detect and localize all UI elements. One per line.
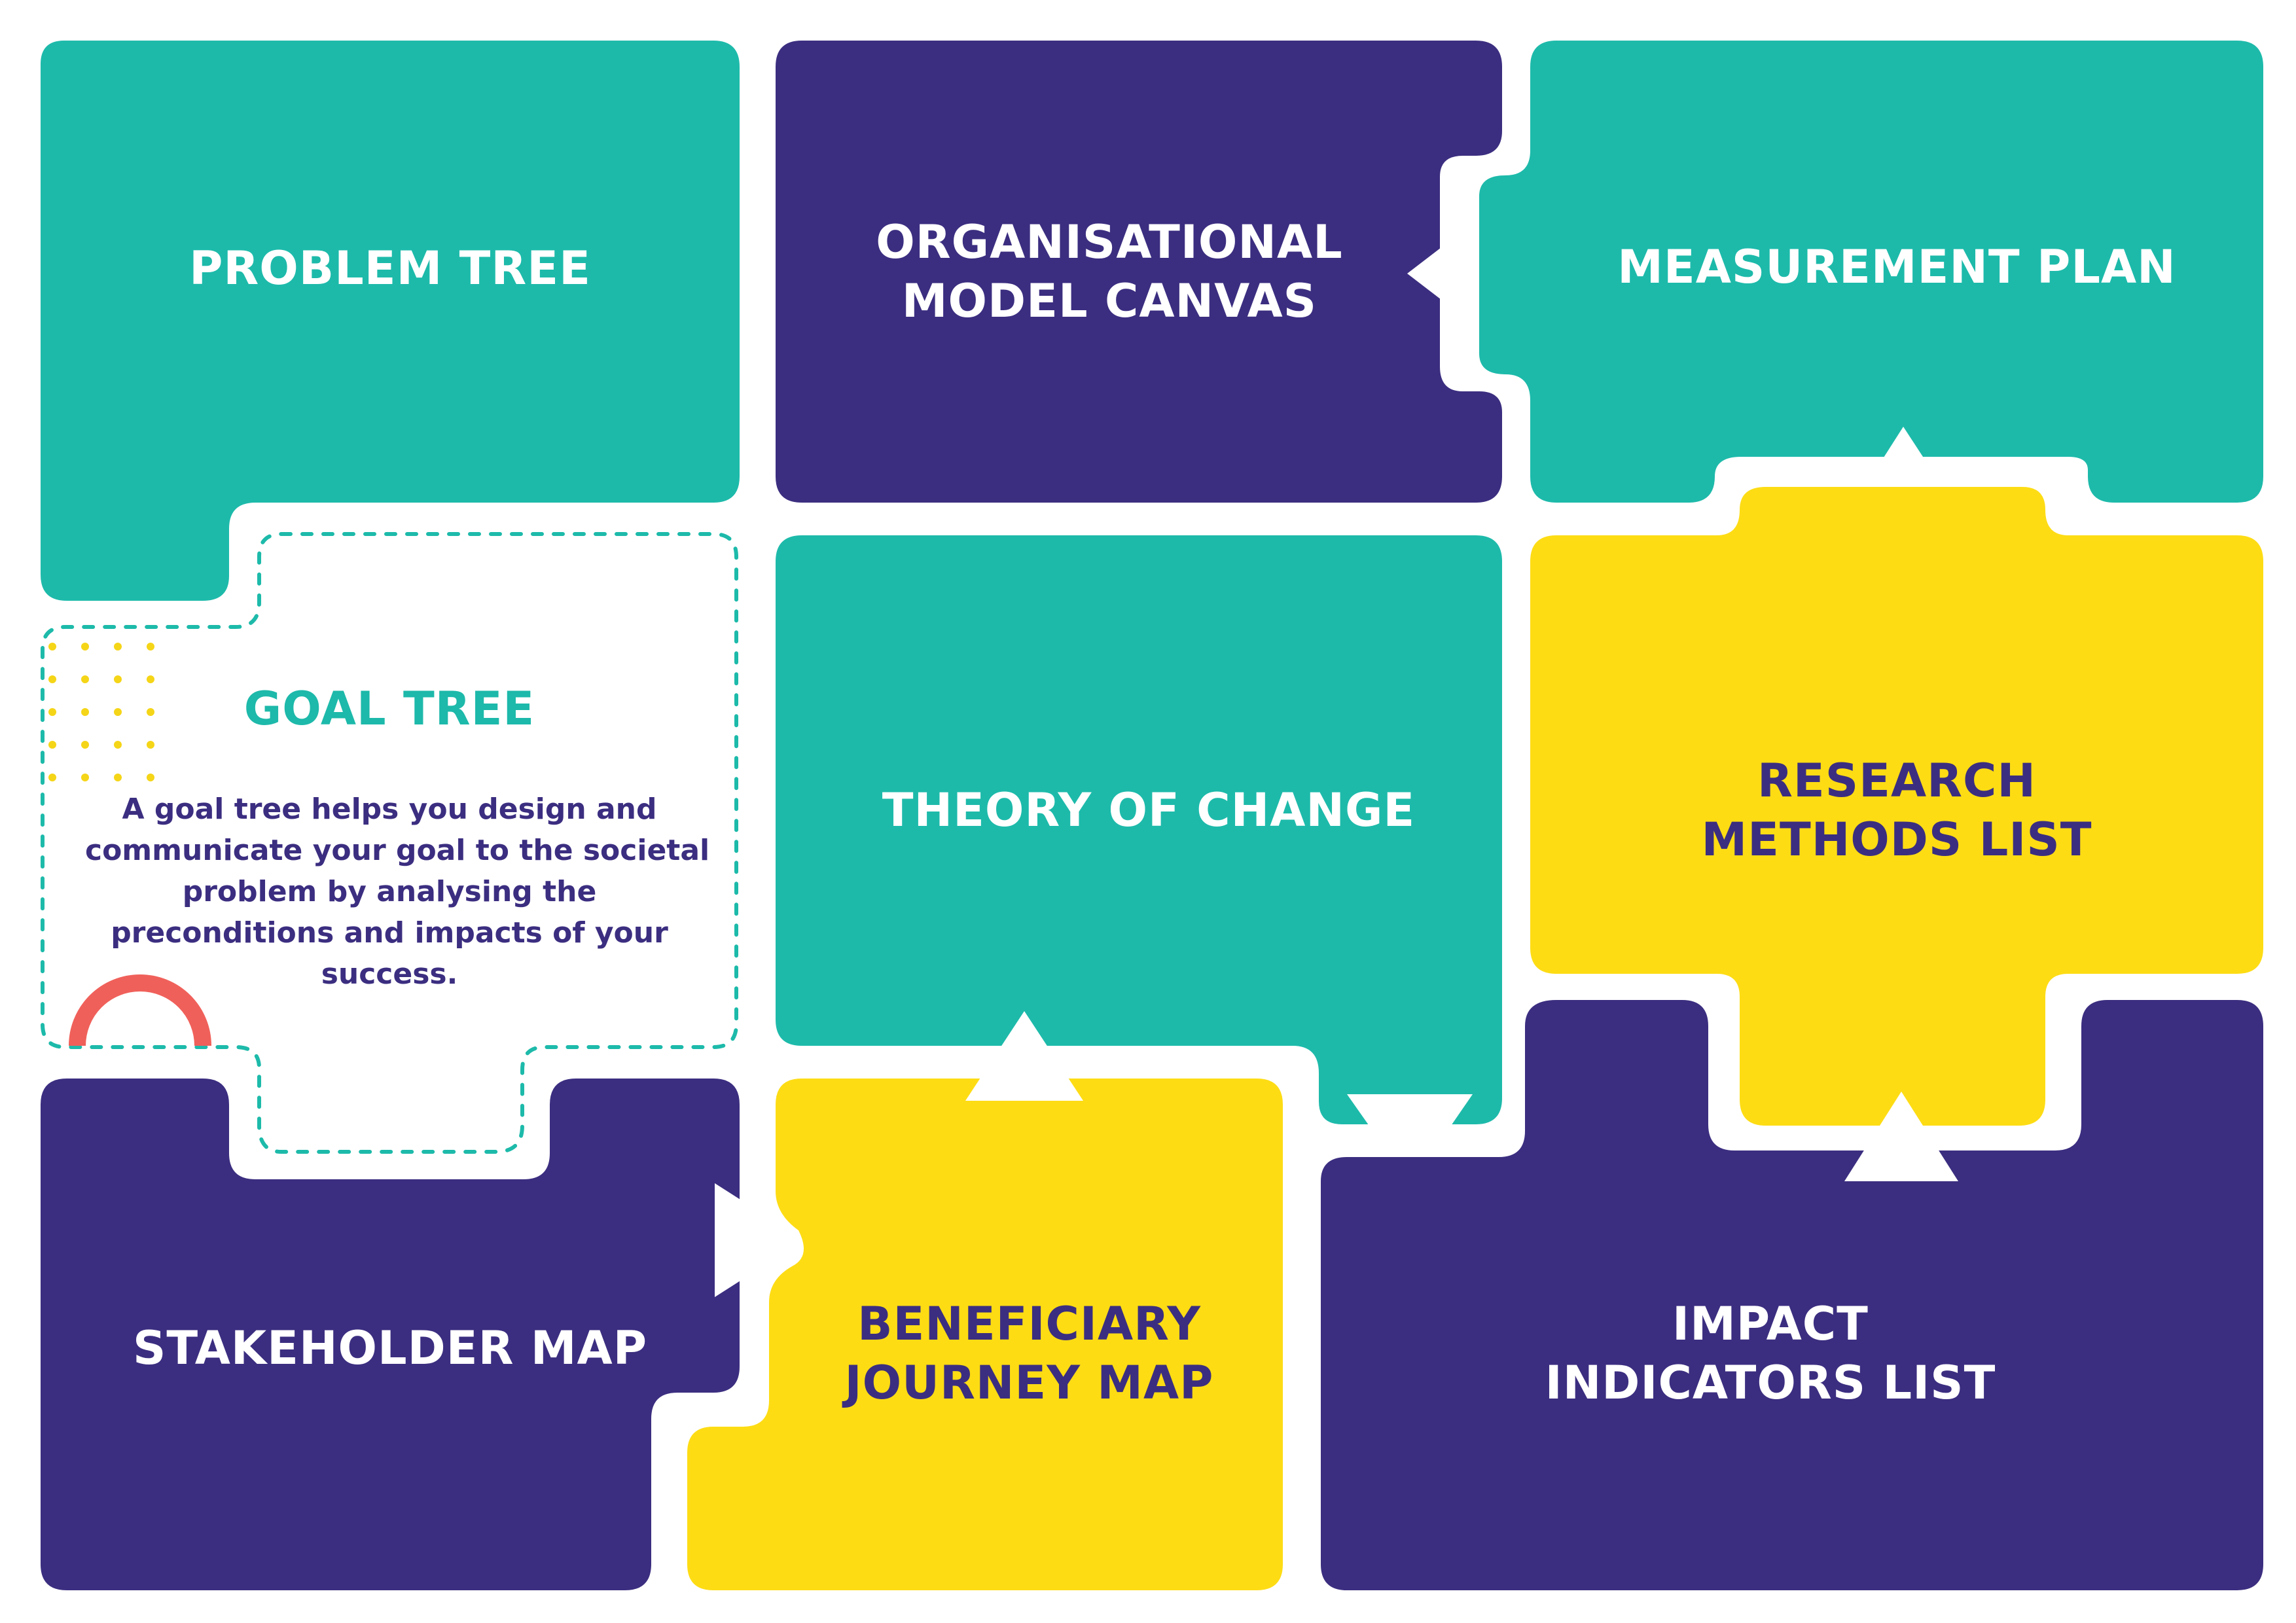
goal-tree-description-line: preconditions and impacts of your bbox=[111, 916, 668, 950]
problem-tree-label: PROBLEM TREE bbox=[189, 241, 591, 295]
goal-tree-label: GOAL TREE bbox=[243, 682, 535, 736]
research-methods-list-title: RESEARCH METHODS LIST bbox=[1530, 745, 2263, 876]
stakeholder-map-block[interactable] bbox=[41, 1079, 740, 1590]
goal-tree-block[interactable] bbox=[41, 532, 738, 1154]
goal-tree-description-line: communicate your goal to the societal bbox=[85, 834, 710, 867]
organisational-model-canvas-label-line2: MODEL CANVAS bbox=[901, 274, 1318, 328]
impact-indicators-list-block[interactable] bbox=[1321, 1000, 2263, 1590]
organisational-model-canvas-label-line1: ORGANISATIONAL bbox=[876, 215, 1343, 269]
problem-tree-block[interactable] bbox=[41, 41, 740, 601]
dot-grid-decoration bbox=[48, 643, 154, 781]
goal-tree-description-line: success. bbox=[321, 957, 458, 991]
research-methods-list-block[interactable] bbox=[1530, 487, 2263, 1126]
connector-arrow-down bbox=[1347, 1094, 1473, 1185]
connector-arrow-left bbox=[1407, 243, 1446, 304]
stakeholder-map-title: STAKEHOLDER MAP bbox=[41, 1309, 740, 1387]
connector-arrow-right bbox=[715, 1183, 804, 1297]
impact-indicators-list-title: IMPACT INDICATORS LIST bbox=[1466, 1288, 2075, 1419]
organisational-model-canvas-title: ORGANISATIONAL MODEL CANVAS bbox=[776, 206, 1443, 337]
beneficiary-journey-map-title: BENEFICIARY JOURNEY MAP bbox=[769, 1288, 1289, 1419]
goal-tree-title: GOAL TREE bbox=[157, 673, 622, 745]
organisational-model-canvas-block[interactable] bbox=[776, 41, 1502, 503]
goal-tree-description: A goal tree helps you design and communi… bbox=[85, 789, 710, 995]
theory-of-change-title: THEORY OF CHANGE bbox=[776, 771, 1522, 849]
beneficiary-journey-map-label-line2: JOURNEY MAP bbox=[844, 1356, 1214, 1410]
impact-indicators-list-label-line1: IMPACT bbox=[1672, 1297, 1869, 1351]
measurement-plan-label: MEASUREMENT PLAN bbox=[1617, 240, 2176, 294]
impact-indicators-list-label-line2: INDICATORS LIST bbox=[1545, 1356, 1996, 1410]
stakeholder-map-label: STAKEHOLDER MAP bbox=[133, 1321, 647, 1375]
problem-tree-title: PROBLEM TREE bbox=[41, 229, 740, 308]
theory-of-change-block[interactable] bbox=[776, 535, 1502, 1124]
research-methods-list-label-line1: RESEARCH bbox=[1757, 754, 2036, 808]
connector-arrow-up bbox=[1844, 1092, 1958, 1181]
measurement-plan-title: MEASUREMENT PLAN bbox=[1530, 228, 2263, 306]
research-methods-list-label-line2: METHODS LIST bbox=[1701, 813, 2092, 866]
goal-tree-description-line: A goal tree helps you design and bbox=[122, 793, 657, 826]
connector-arrow-up bbox=[965, 1011, 1083, 1101]
beneficiary-journey-map-label-line1: BENEFICIARY bbox=[857, 1297, 1201, 1351]
theory-of-change-label: THEORY OF CHANGE bbox=[882, 783, 1416, 837]
measurement-plan-block[interactable] bbox=[1479, 41, 2263, 503]
coral-arc-decoration bbox=[69, 974, 211, 1046]
beneficiary-journey-map-block[interactable] bbox=[687, 1079, 1283, 1590]
goal-tree-description-line: problem by analysing the bbox=[182, 875, 597, 908]
